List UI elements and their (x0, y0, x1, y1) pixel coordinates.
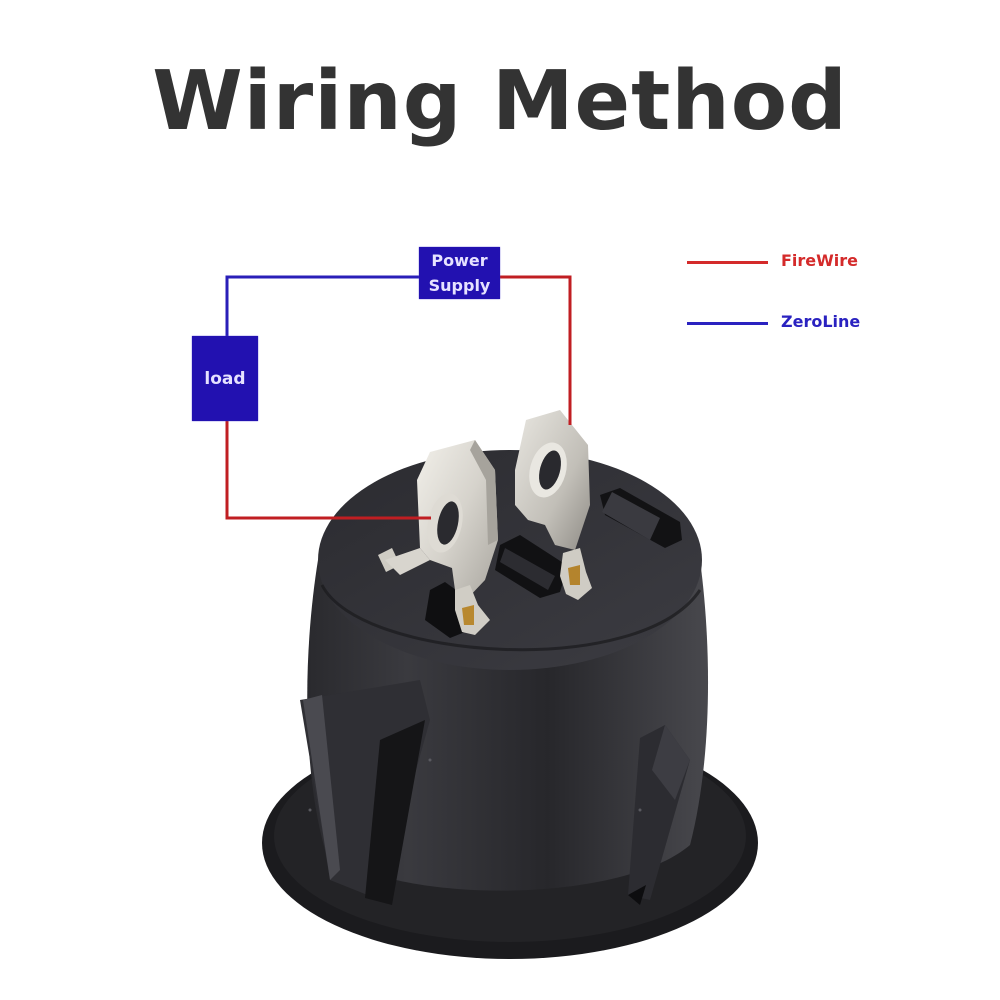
legend-firewire-swatch (687, 261, 768, 264)
legend-zeroline-swatch (687, 322, 768, 325)
power-supply-box: Power Supply (419, 247, 500, 299)
power-supply-label-line2: Supply (428, 276, 491, 295)
load-box: load (192, 336, 258, 421)
zero-line-wire (225, 275, 419, 336)
load-label: load (204, 368, 246, 389)
legend-firewire-label: FireWire (781, 251, 859, 270)
fire-wire-load-to-terminal (225, 421, 431, 520)
power-supply-label-line1: Power (431, 251, 488, 270)
page-title: Wiring Method (152, 54, 848, 149)
legend-zeroline-label: ZeroLine (781, 312, 861, 331)
fire-wire-supply-to-terminal (500, 275, 572, 425)
